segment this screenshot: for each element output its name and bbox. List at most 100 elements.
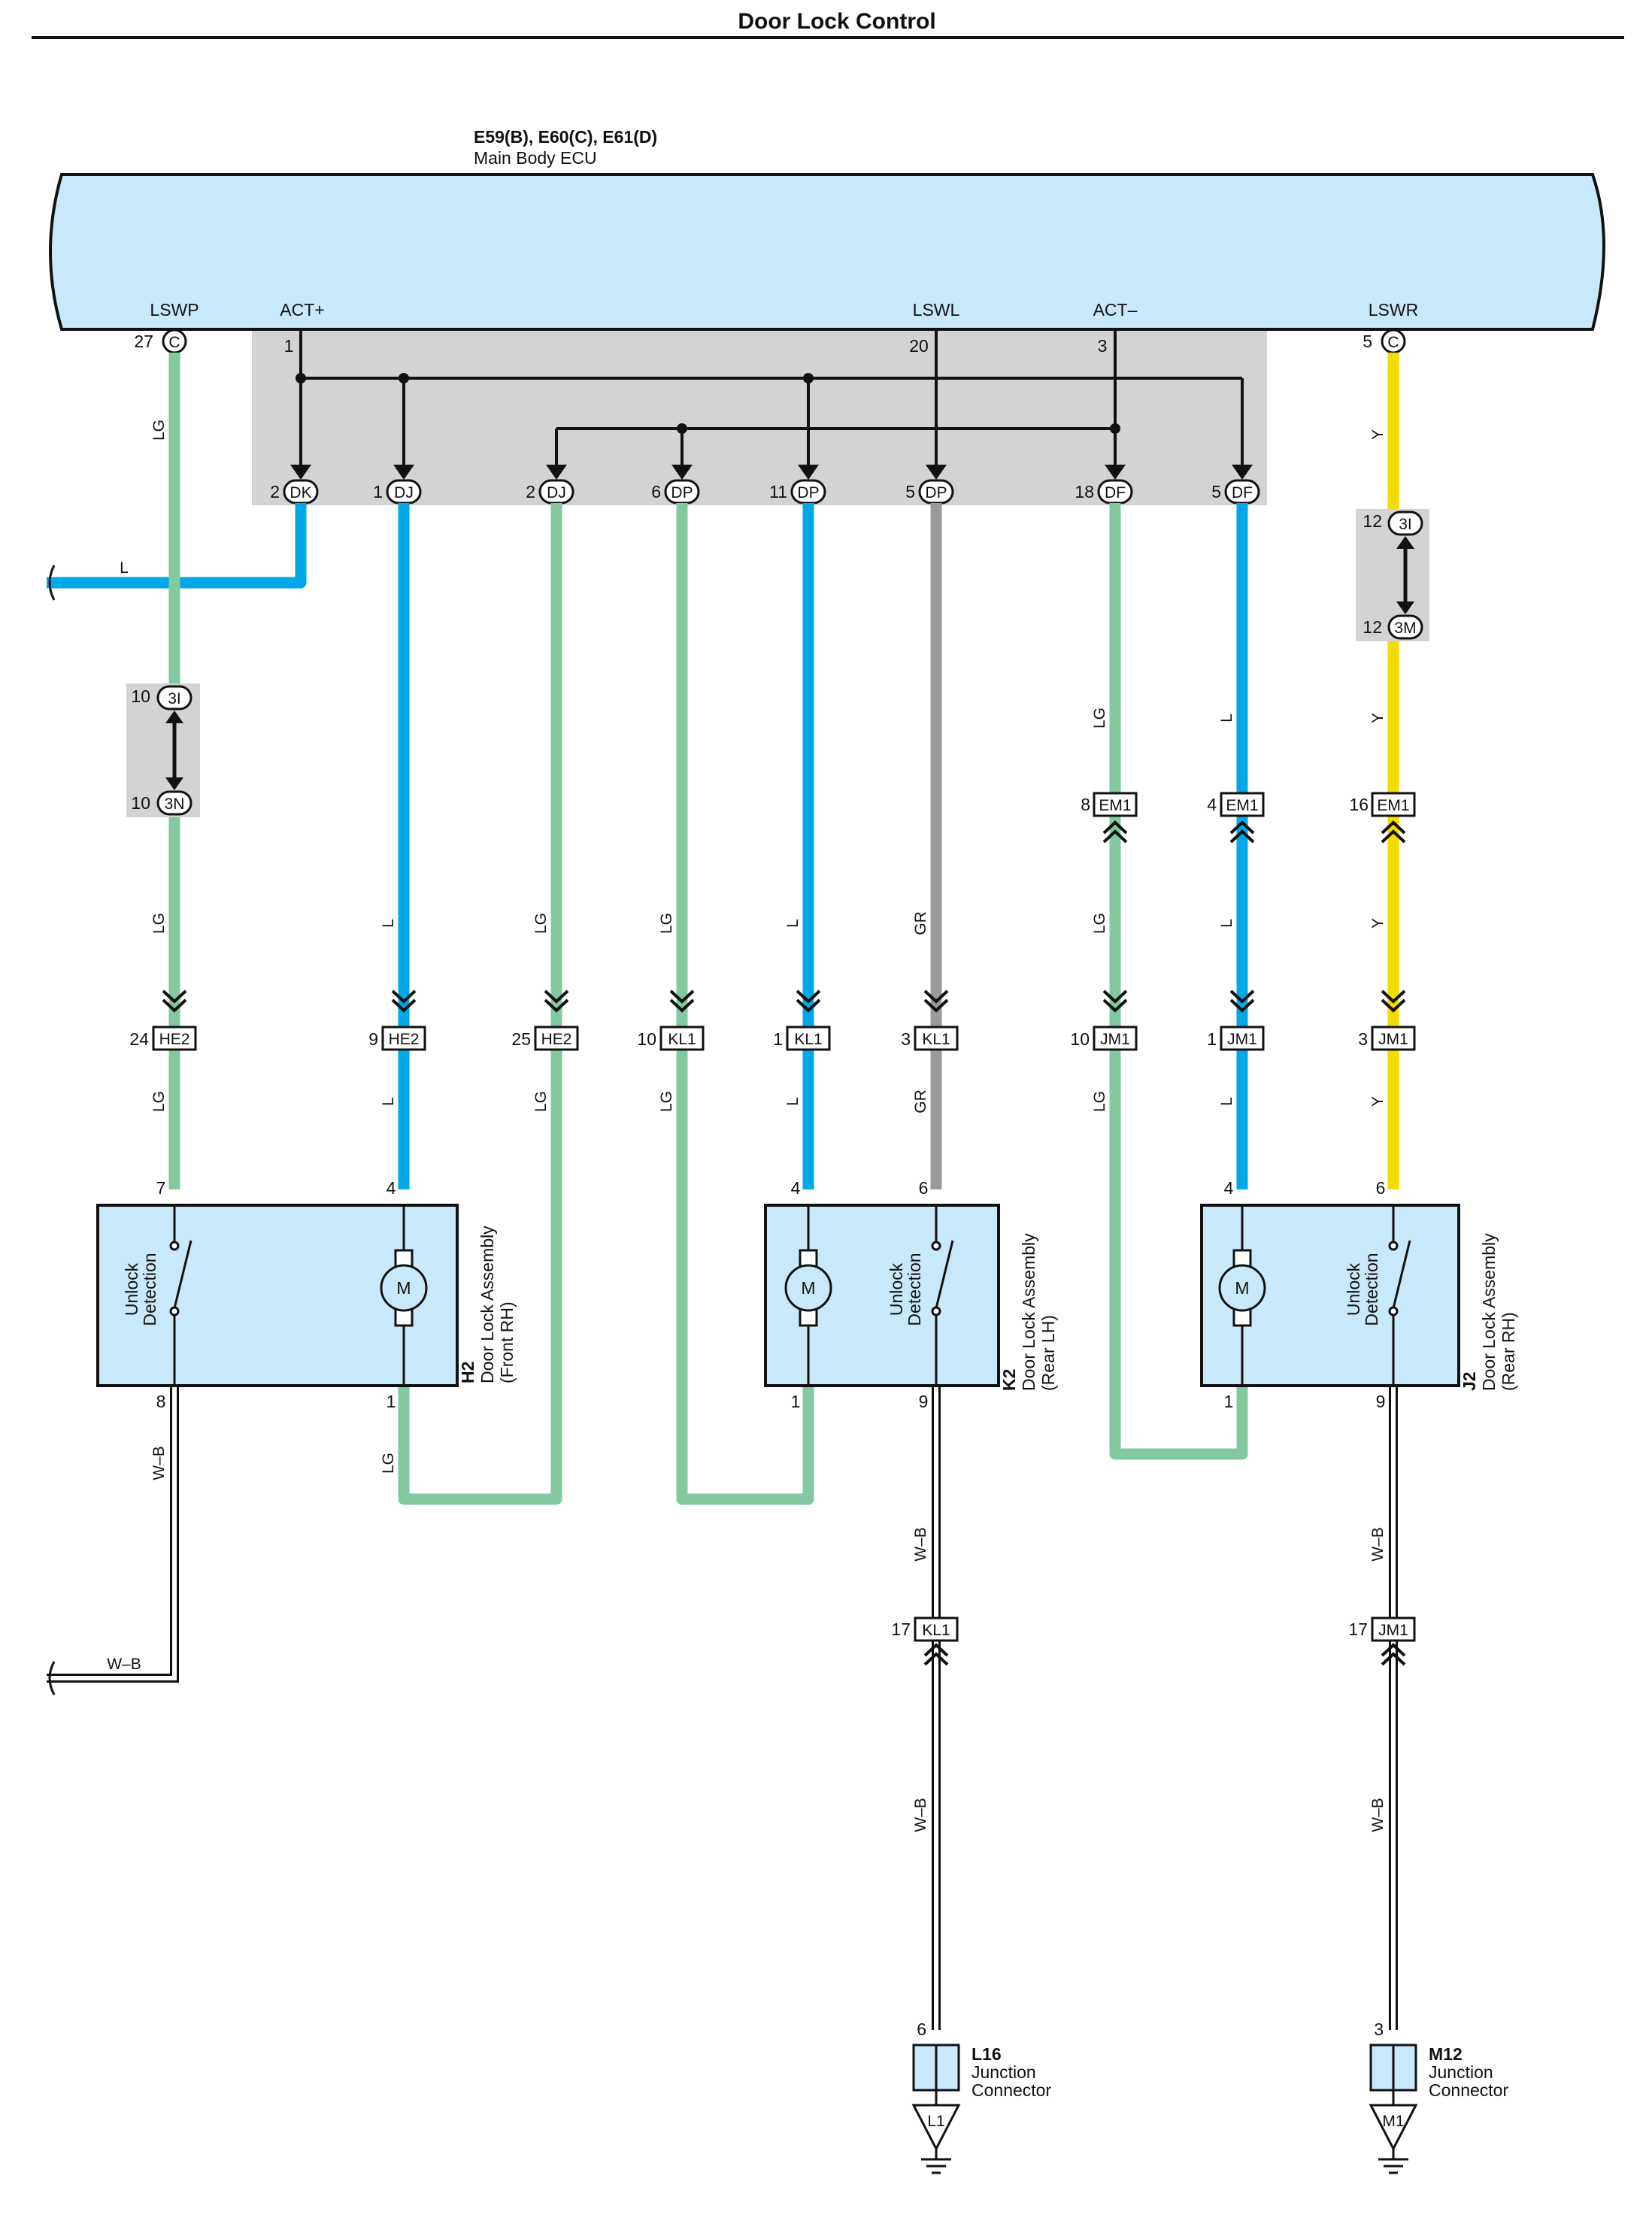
svg-text:Door Lock Assembly: Door Lock Assembly xyxy=(1479,1233,1499,1391)
ecu-internal-wiring xyxy=(299,331,1244,465)
svg-text:LG: LG xyxy=(532,1091,550,1112)
ecu-conn-df18: DF xyxy=(1105,484,1126,501)
svg-text:10: 10 xyxy=(1070,1029,1090,1049)
svg-text:12: 12 xyxy=(1363,511,1382,531)
terminal-lswp: LSWP xyxy=(150,300,199,320)
ecu-ref: E59(B), E60(C), E61(D) xyxy=(474,127,657,147)
svg-text:LG: LG xyxy=(1091,1091,1108,1112)
svg-text:3M: 3M xyxy=(1394,620,1416,637)
svg-text:KL1: KL1 xyxy=(922,1031,950,1048)
svg-text:Door Lock Assembly: Door Lock Assembly xyxy=(477,1226,497,1383)
svg-text:Y: Y xyxy=(1369,918,1387,929)
wb-wires xyxy=(47,1373,1398,2030)
svg-text:4: 4 xyxy=(386,1178,396,1198)
svg-text:JM1: JM1 xyxy=(1100,1031,1130,1048)
svg-text:8: 8 xyxy=(1081,795,1090,814)
wire-color-labels: LG LG LG W–B L L LG LG LG LG LG L L GR G… xyxy=(150,420,1387,1832)
ecu-internal-nodes xyxy=(296,373,1120,434)
svg-text:LG: LG xyxy=(150,420,168,441)
lower-connectors: 17 KL1 17 JM1 xyxy=(891,1616,1416,1666)
svg-text:4: 4 xyxy=(1207,795,1217,814)
svg-text:Y: Y xyxy=(1369,713,1387,723)
pin-lswr: 5 xyxy=(1363,332,1372,351)
harness-wires xyxy=(47,353,1399,1505)
svg-text:W–B: W–B xyxy=(912,1527,929,1562)
junction-m12: 3 M12 Junction Connector M1 xyxy=(1369,2019,1508,2174)
svg-text:1: 1 xyxy=(791,1392,801,1411)
svg-text:3N: 3N xyxy=(165,795,185,813)
svg-text:GR: GR xyxy=(912,911,929,935)
terminal-act-plus: ACT+ xyxy=(280,300,324,320)
svg-text:Unlock: Unlock xyxy=(122,1262,141,1316)
ecu-internal-arrows xyxy=(290,465,1253,480)
conn-c-right: C xyxy=(1387,334,1399,351)
page-title: Door Lock Control xyxy=(738,9,935,34)
ecu-pin-dj2: 2 xyxy=(526,482,535,501)
ecu-conn-dj2: DJ xyxy=(547,484,566,501)
svg-text:W–B: W–B xyxy=(150,1446,168,1480)
svg-text:24: 24 xyxy=(129,1029,149,1049)
svg-text:16: 16 xyxy=(1349,795,1369,814)
svg-text:1: 1 xyxy=(773,1029,783,1049)
inline-connectors-right: 12 3I 12 3M xyxy=(1356,509,1429,641)
svg-text:KL1: KL1 xyxy=(922,1622,950,1639)
svg-text:EM1: EM1 xyxy=(1226,797,1258,814)
ecu-pin-dp11: 11 xyxy=(769,482,787,501)
motor-icon-h2: M xyxy=(396,1278,411,1298)
svg-text:Junction: Junction xyxy=(1429,2062,1493,2082)
svg-text:Y: Y xyxy=(1369,429,1387,440)
svg-text:JM1: JM1 xyxy=(1227,1031,1257,1048)
terminal-lswl: LSWL xyxy=(913,300,960,320)
svg-text:Connector: Connector xyxy=(1429,2080,1508,2100)
svg-text:JM1: JM1 xyxy=(1378,1622,1408,1639)
svg-text:LG: LG xyxy=(150,1091,168,1112)
svg-text:JM1: JM1 xyxy=(1378,1031,1408,1048)
svg-text:M12: M12 xyxy=(1429,2044,1463,2064)
conn-c-left: C xyxy=(168,334,180,351)
svg-text:17: 17 xyxy=(891,1619,911,1639)
break-marks xyxy=(48,565,56,1695)
svg-text:3I: 3I xyxy=(168,690,181,707)
svg-text:L16: L16 xyxy=(971,2044,1002,2064)
svg-text:4: 4 xyxy=(791,1178,801,1198)
svg-text:W–B: W–B xyxy=(1369,1798,1387,1832)
ecu-conn-dp5: DP xyxy=(925,484,947,501)
wire-dk-l xyxy=(47,503,307,589)
motor-icon-k2: M xyxy=(801,1278,815,1298)
terminal-act-minus: ACT– xyxy=(1093,300,1138,320)
svg-text:EM1: EM1 xyxy=(1377,797,1409,814)
ecu-pin-dp6: 6 xyxy=(651,482,661,501)
mid-connectors: 24 HE2 9 HE2 25 HE2 10 KL1 1 KL1 3 KL1 1… xyxy=(129,989,1416,1051)
svg-text:LG: LG xyxy=(658,1091,675,1112)
svg-text:3: 3 xyxy=(1358,1029,1368,1049)
svg-text:Unlock: Unlock xyxy=(887,1262,906,1316)
svg-text:10: 10 xyxy=(131,686,150,706)
svg-text:12: 12 xyxy=(1363,617,1382,637)
pin-act-plus: 1 xyxy=(284,336,294,356)
ground-icon-l1: L1 xyxy=(927,2113,944,2130)
inline-connectors-left: 10 3I 10 3N xyxy=(126,683,200,817)
ecu-conn-dk: DK xyxy=(289,484,311,501)
svg-text:L: L xyxy=(1218,919,1235,928)
svg-text:L: L xyxy=(380,1097,397,1106)
terminal-lswr: LSWR xyxy=(1369,300,1418,320)
pin-act-minus: 3 xyxy=(1098,336,1108,356)
svg-text:(Rear RH): (Rear RH) xyxy=(1499,1312,1518,1391)
pin-lswl: 20 xyxy=(909,336,929,356)
ecu-pin-df18: 18 xyxy=(1075,482,1094,501)
svg-text:Detection: Detection xyxy=(140,1253,159,1326)
wire-df18-lg xyxy=(1109,503,1248,1460)
svg-text:1: 1 xyxy=(1224,1392,1234,1411)
ecu-conn-df5: DF xyxy=(1232,484,1253,501)
svg-text:LG: LG xyxy=(150,913,168,934)
svg-text:Detection: Detection xyxy=(905,1253,924,1326)
svg-text:3: 3 xyxy=(1374,2019,1384,2039)
main-body-ecu xyxy=(49,173,1605,331)
ecu-pin-dk2: 2 xyxy=(270,482,280,501)
ecu-conn-dj1: DJ xyxy=(394,484,414,501)
svg-text:KL1: KL1 xyxy=(794,1031,822,1048)
svg-text:9: 9 xyxy=(919,1392,929,1411)
svg-text:10: 10 xyxy=(131,793,150,813)
pin-lswp: 27 xyxy=(134,332,153,351)
